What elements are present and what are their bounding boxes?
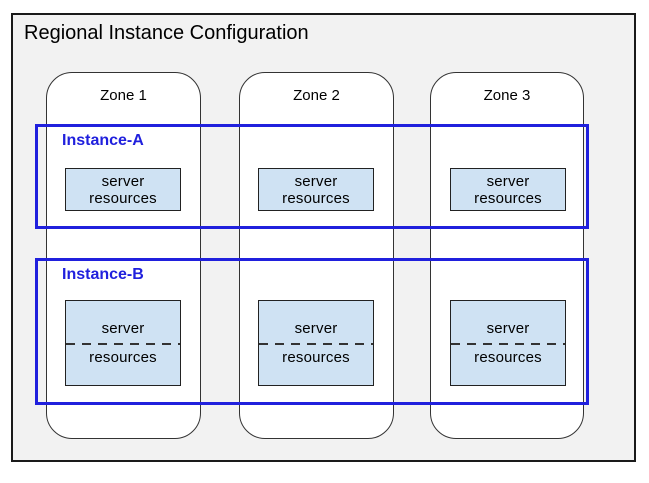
region-title: Regional Instance Configuration [24,22,309,44]
server-resources-label-line2: resources [282,189,350,207]
server-resources-box-a3: server resources [450,168,566,211]
instance-b-label: Instance-B [62,266,144,283]
server-resources-box-a1: server resources [65,168,181,211]
server-resources-box-a2: server resources [258,168,374,211]
instance-a-box: Instance-A [35,124,589,229]
server-resources-label-line2: resources [474,189,542,207]
server-resources-label-line2: resources [474,349,542,366]
dashed-split-divider [451,343,565,345]
server-resources-box-b3: server resources [450,300,566,386]
server-resources-label-line1: server [101,172,145,190]
server-resources-label-line1: server [294,172,338,190]
server-resources-label-line1: server [294,320,338,337]
instance-a-label: Instance-A [62,132,144,149]
dashed-split-divider [259,343,373,345]
server-resources-box-b2: server resources [258,300,374,386]
instance-b-box: Instance-B [35,258,589,405]
server-resources-label-line2: resources [282,349,350,366]
server-resources-label-line2: resources [89,189,157,207]
zone-1-label: Zone 1 [100,87,147,104]
server-resources-label-line2: resources [89,349,157,366]
region-box: Regional Instance Configuration Zone 1 Z… [11,13,636,462]
zone-2-label: Zone 2 [293,87,340,104]
dashed-split-divider [66,343,180,345]
server-resources-label-line1: server [101,320,145,337]
server-resources-box-b1: server resources [65,300,181,386]
server-resources-label-line1: server [486,172,530,190]
zone-3-label: Zone 3 [483,87,531,104]
server-resources-label-line1: server [486,320,530,337]
